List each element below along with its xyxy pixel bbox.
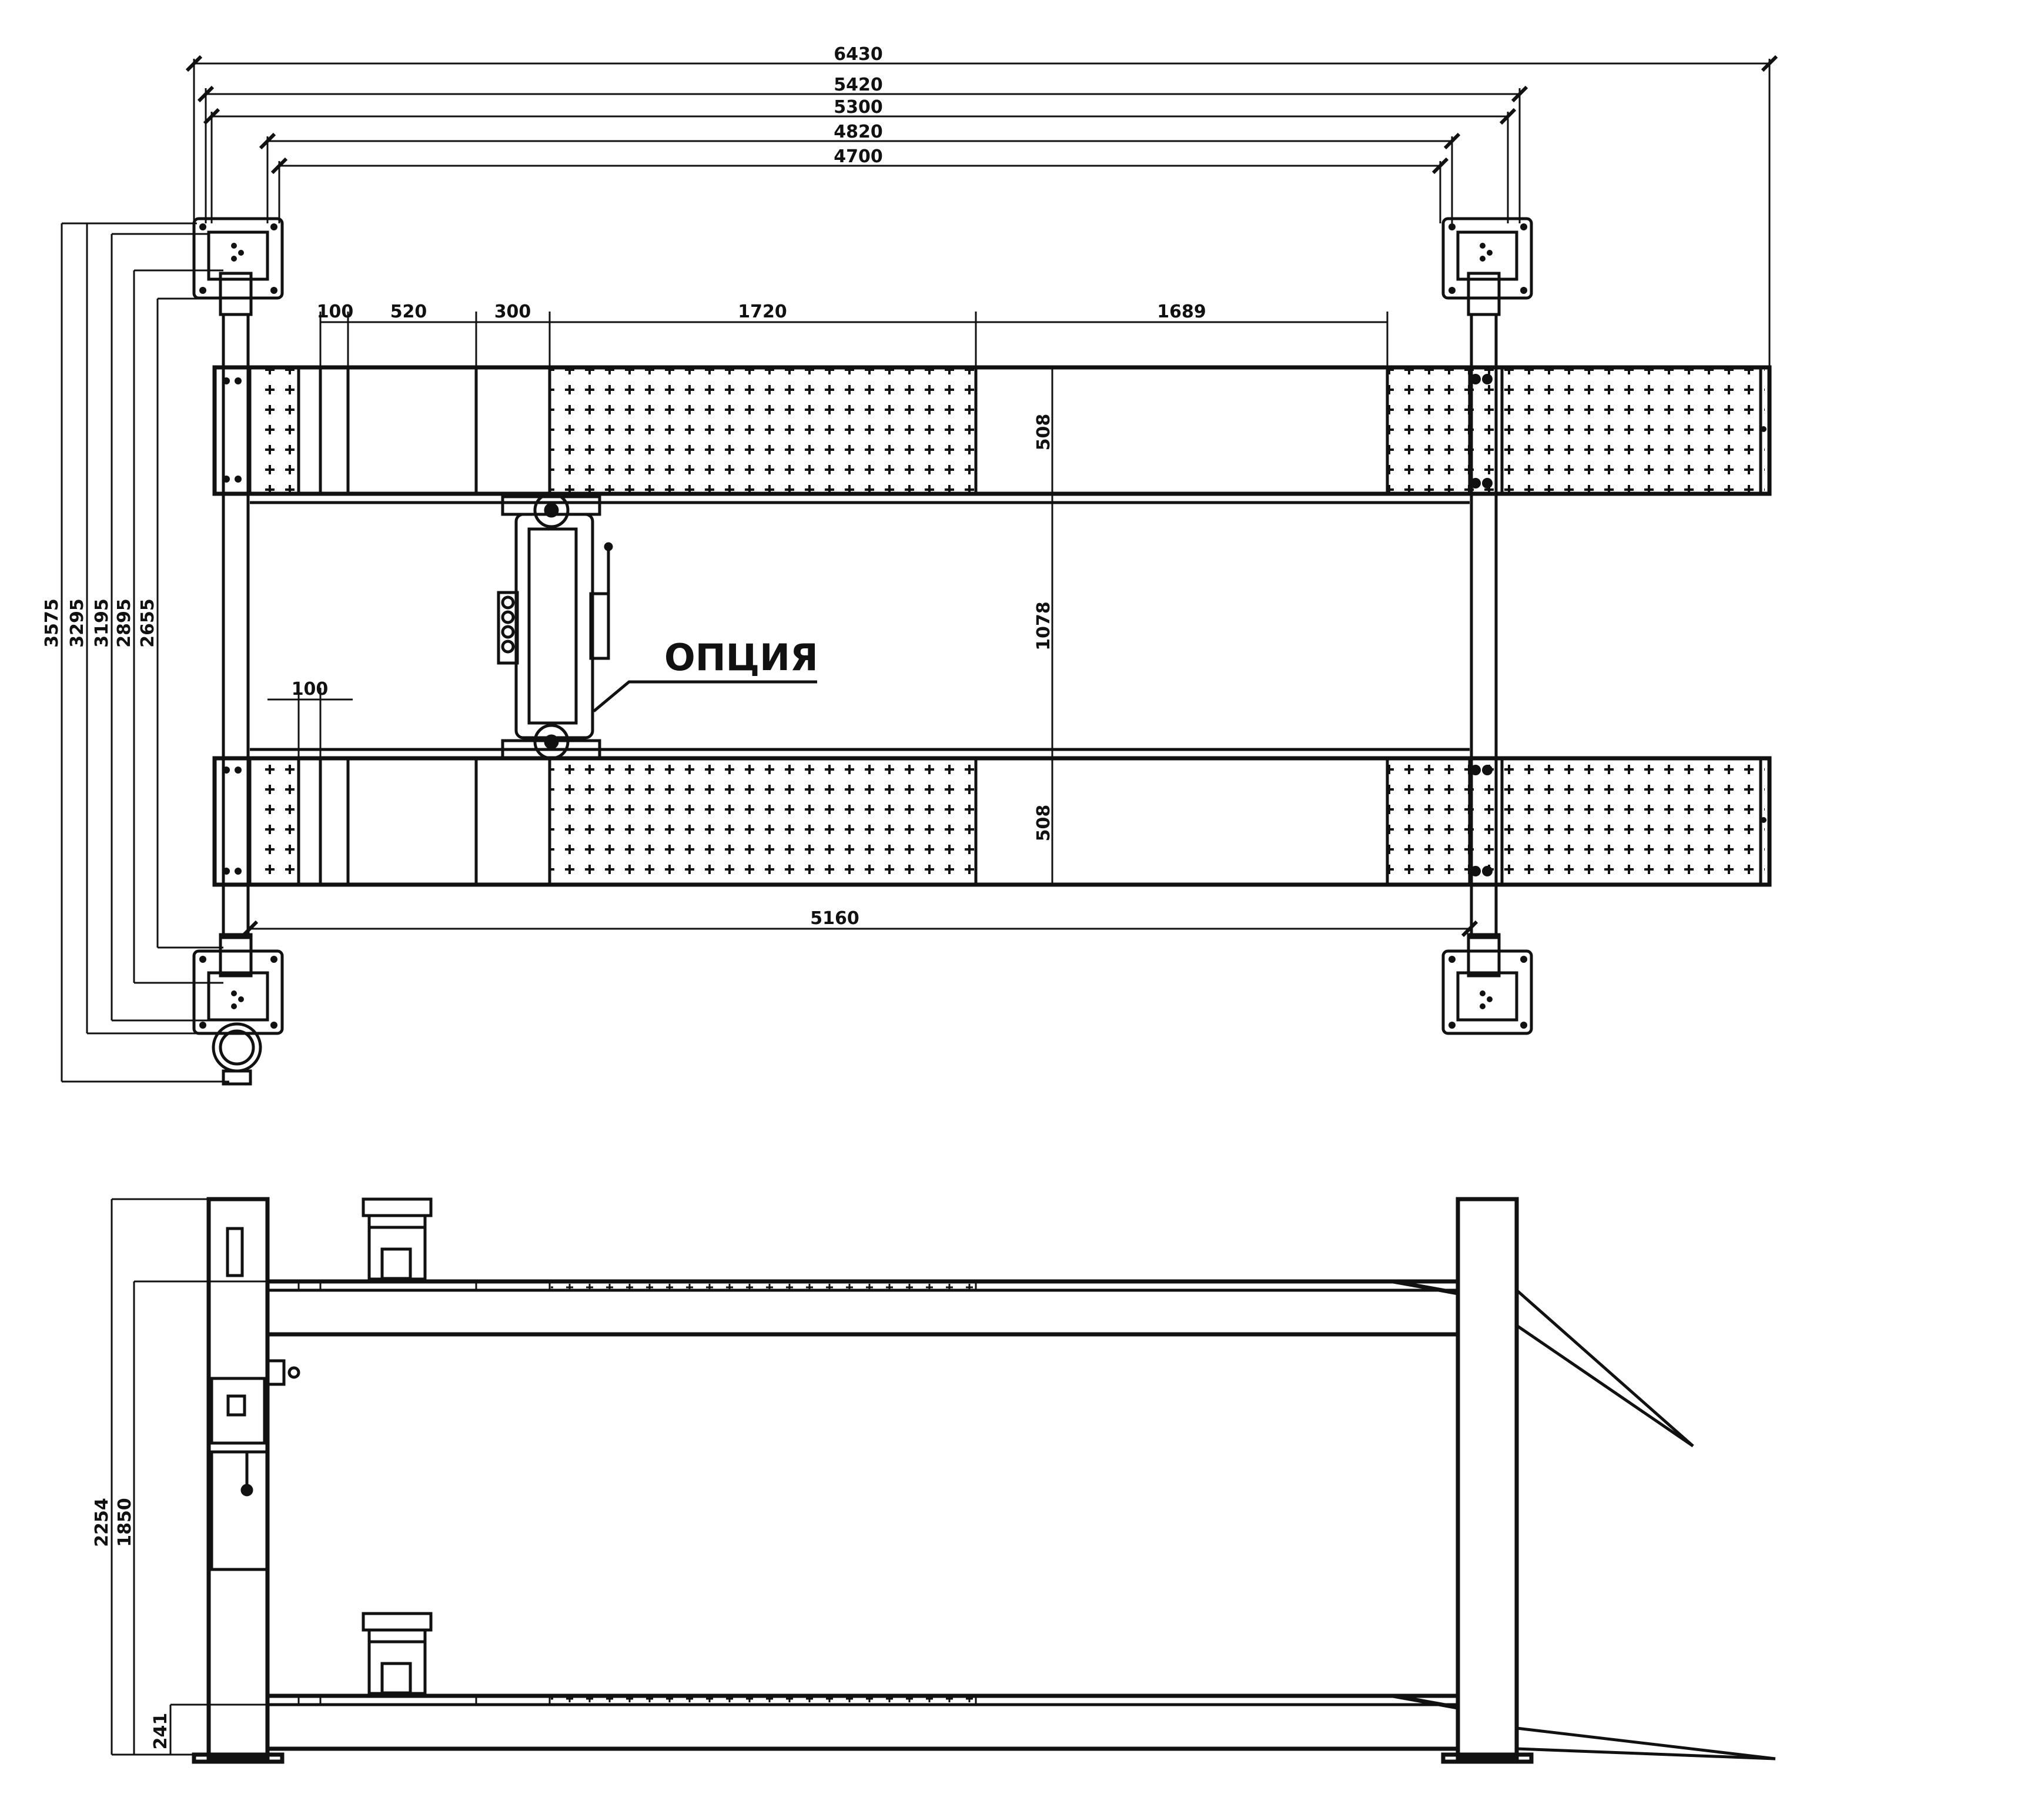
- runway-top-pattern-b: [551, 369, 976, 493]
- side-jack-lower[interactable]: [362, 1612, 433, 1695]
- dim-508-bottom: 508: [1033, 805, 1054, 842]
- left-dimension-lines: [61, 222, 229, 1083]
- dim-1850: 1850: [115, 1498, 135, 1547]
- runway-bottom-pattern-b: [551, 760, 976, 883]
- side-ramps: [1516, 1289, 1776, 1760]
- dim-3295: 3295: [67, 598, 88, 648]
- side-power-unit[interactable]: [210, 1450, 269, 1571]
- side-lower-runway-pattern: [551, 1698, 976, 1705]
- dim-100-inner: 100: [292, 679, 329, 699]
- dim-6430: 6430: [834, 44, 883, 65]
- dim-1078: 1078: [1033, 601, 1054, 651]
- runway-top-pattern-c: [1389, 369, 1765, 493]
- runway-top: [212, 365, 1772, 496]
- dim-508-top: 508: [1033, 414, 1054, 451]
- post-bolts[interactable]: [199, 223, 1527, 1029]
- dim-520: 520: [390, 302, 427, 322]
- runway-bottom-pattern-c: [1389, 760, 1765, 883]
- segment-dimension-lines: [319, 312, 1389, 367]
- side-control-box[interactable]: [210, 1227, 300, 1445]
- dim-1720: 1720: [738, 302, 787, 322]
- inner-offset-dim: [267, 688, 353, 758]
- option-label: ОПЦИЯ: [664, 636, 818, 679]
- side-dimension-lines: [111, 1198, 267, 1756]
- crossbeams: [219, 272, 1501, 978]
- rolling-jack-option[interactable]: [497, 492, 613, 760]
- dim-300: 300: [494, 302, 531, 322]
- inner-rails: [250, 501, 1470, 751]
- runway-top-pattern-a: [265, 369, 299, 493]
- dim-5160: 5160: [810, 908, 859, 929]
- side-view: 2254 1850 241: [92, 1197, 1776, 1764]
- dim-2895: 2895: [114, 598, 135, 648]
- side-jack-upper[interactable]: [362, 1197, 433, 1281]
- dim-4700: 4700: [834, 146, 883, 167]
- dim-4820: 4820: [834, 122, 883, 142]
- post-base-plates: [192, 217, 1533, 1035]
- side-right-post: [1441, 1197, 1534, 1764]
- top-dimension-lines: [185, 55, 1778, 370]
- side-lower-runway-dividers: [297, 1696, 977, 1705]
- option-leader: [593, 680, 817, 712]
- runway-bottom-pattern-a: [265, 760, 299, 883]
- dim-1689: 1689: [1157, 302, 1206, 322]
- side-upper-runway-pattern: [551, 1283, 976, 1290]
- runway-bolts: [223, 374, 1767, 876]
- dim-5300: 5300: [834, 97, 883, 118]
- runway-bottom-dividers: [297, 758, 1762, 885]
- runway-top-dividers: [297, 367, 1762, 494]
- dim-5420: 5420: [834, 75, 883, 95]
- dim-3575: 3575: [42, 598, 62, 648]
- dim-3195: 3195: [92, 598, 112, 648]
- dim-241: 241: [150, 1713, 171, 1750]
- power-unit-top: [212, 1022, 262, 1086]
- dim-2655: 2655: [138, 598, 158, 648]
- dim-2254: 2254: [92, 1498, 112, 1547]
- side-upper-runway-dividers: [297, 1281, 977, 1290]
- dim-100-top: 100: [317, 302, 354, 322]
- top-view: 6430 5420 5300 4820 4700 100 520 300 172…: [42, 44, 1778, 1086]
- runway-bottom: [212, 756, 1772, 887]
